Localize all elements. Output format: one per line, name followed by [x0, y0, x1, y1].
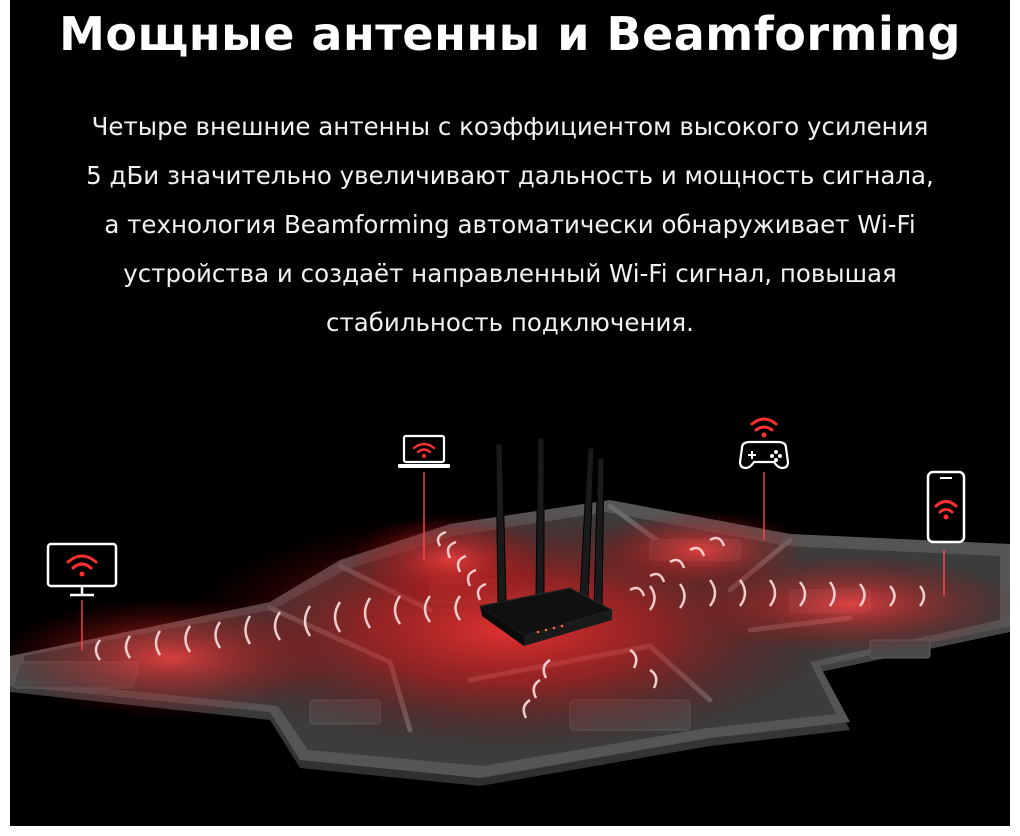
smartphone-icon	[926, 470, 966, 544]
monitor-icon	[46, 542, 118, 597]
beam-arcs	[94, 530, 926, 719]
gamepad-icon	[738, 417, 790, 470]
description-line: стабильность подключения.	[326, 308, 694, 337]
description-line: а технология Beamforming автоматически о…	[104, 210, 916, 239]
description: Четыре внешние антенны с коэффициентом в…	[40, 102, 980, 347]
description-line: Четыре внешние антенны с коэффициентом в…	[91, 112, 929, 141]
connection-lines	[81, 472, 945, 650]
banner: Мощные антенны и Beamforming Четыре внеш…	[10, 0, 1010, 826]
apartment-illustration	[10, 417, 1010, 786]
description-line: устройства и создаёт направленный Wi-Fi …	[123, 259, 897, 288]
description-line: 5 дБи значительно увеличивают дальность …	[86, 161, 934, 190]
laptop-icon	[398, 434, 450, 468]
router-icon	[478, 437, 614, 646]
page-title: Мощные антенны и Beamforming	[59, 7, 961, 61]
